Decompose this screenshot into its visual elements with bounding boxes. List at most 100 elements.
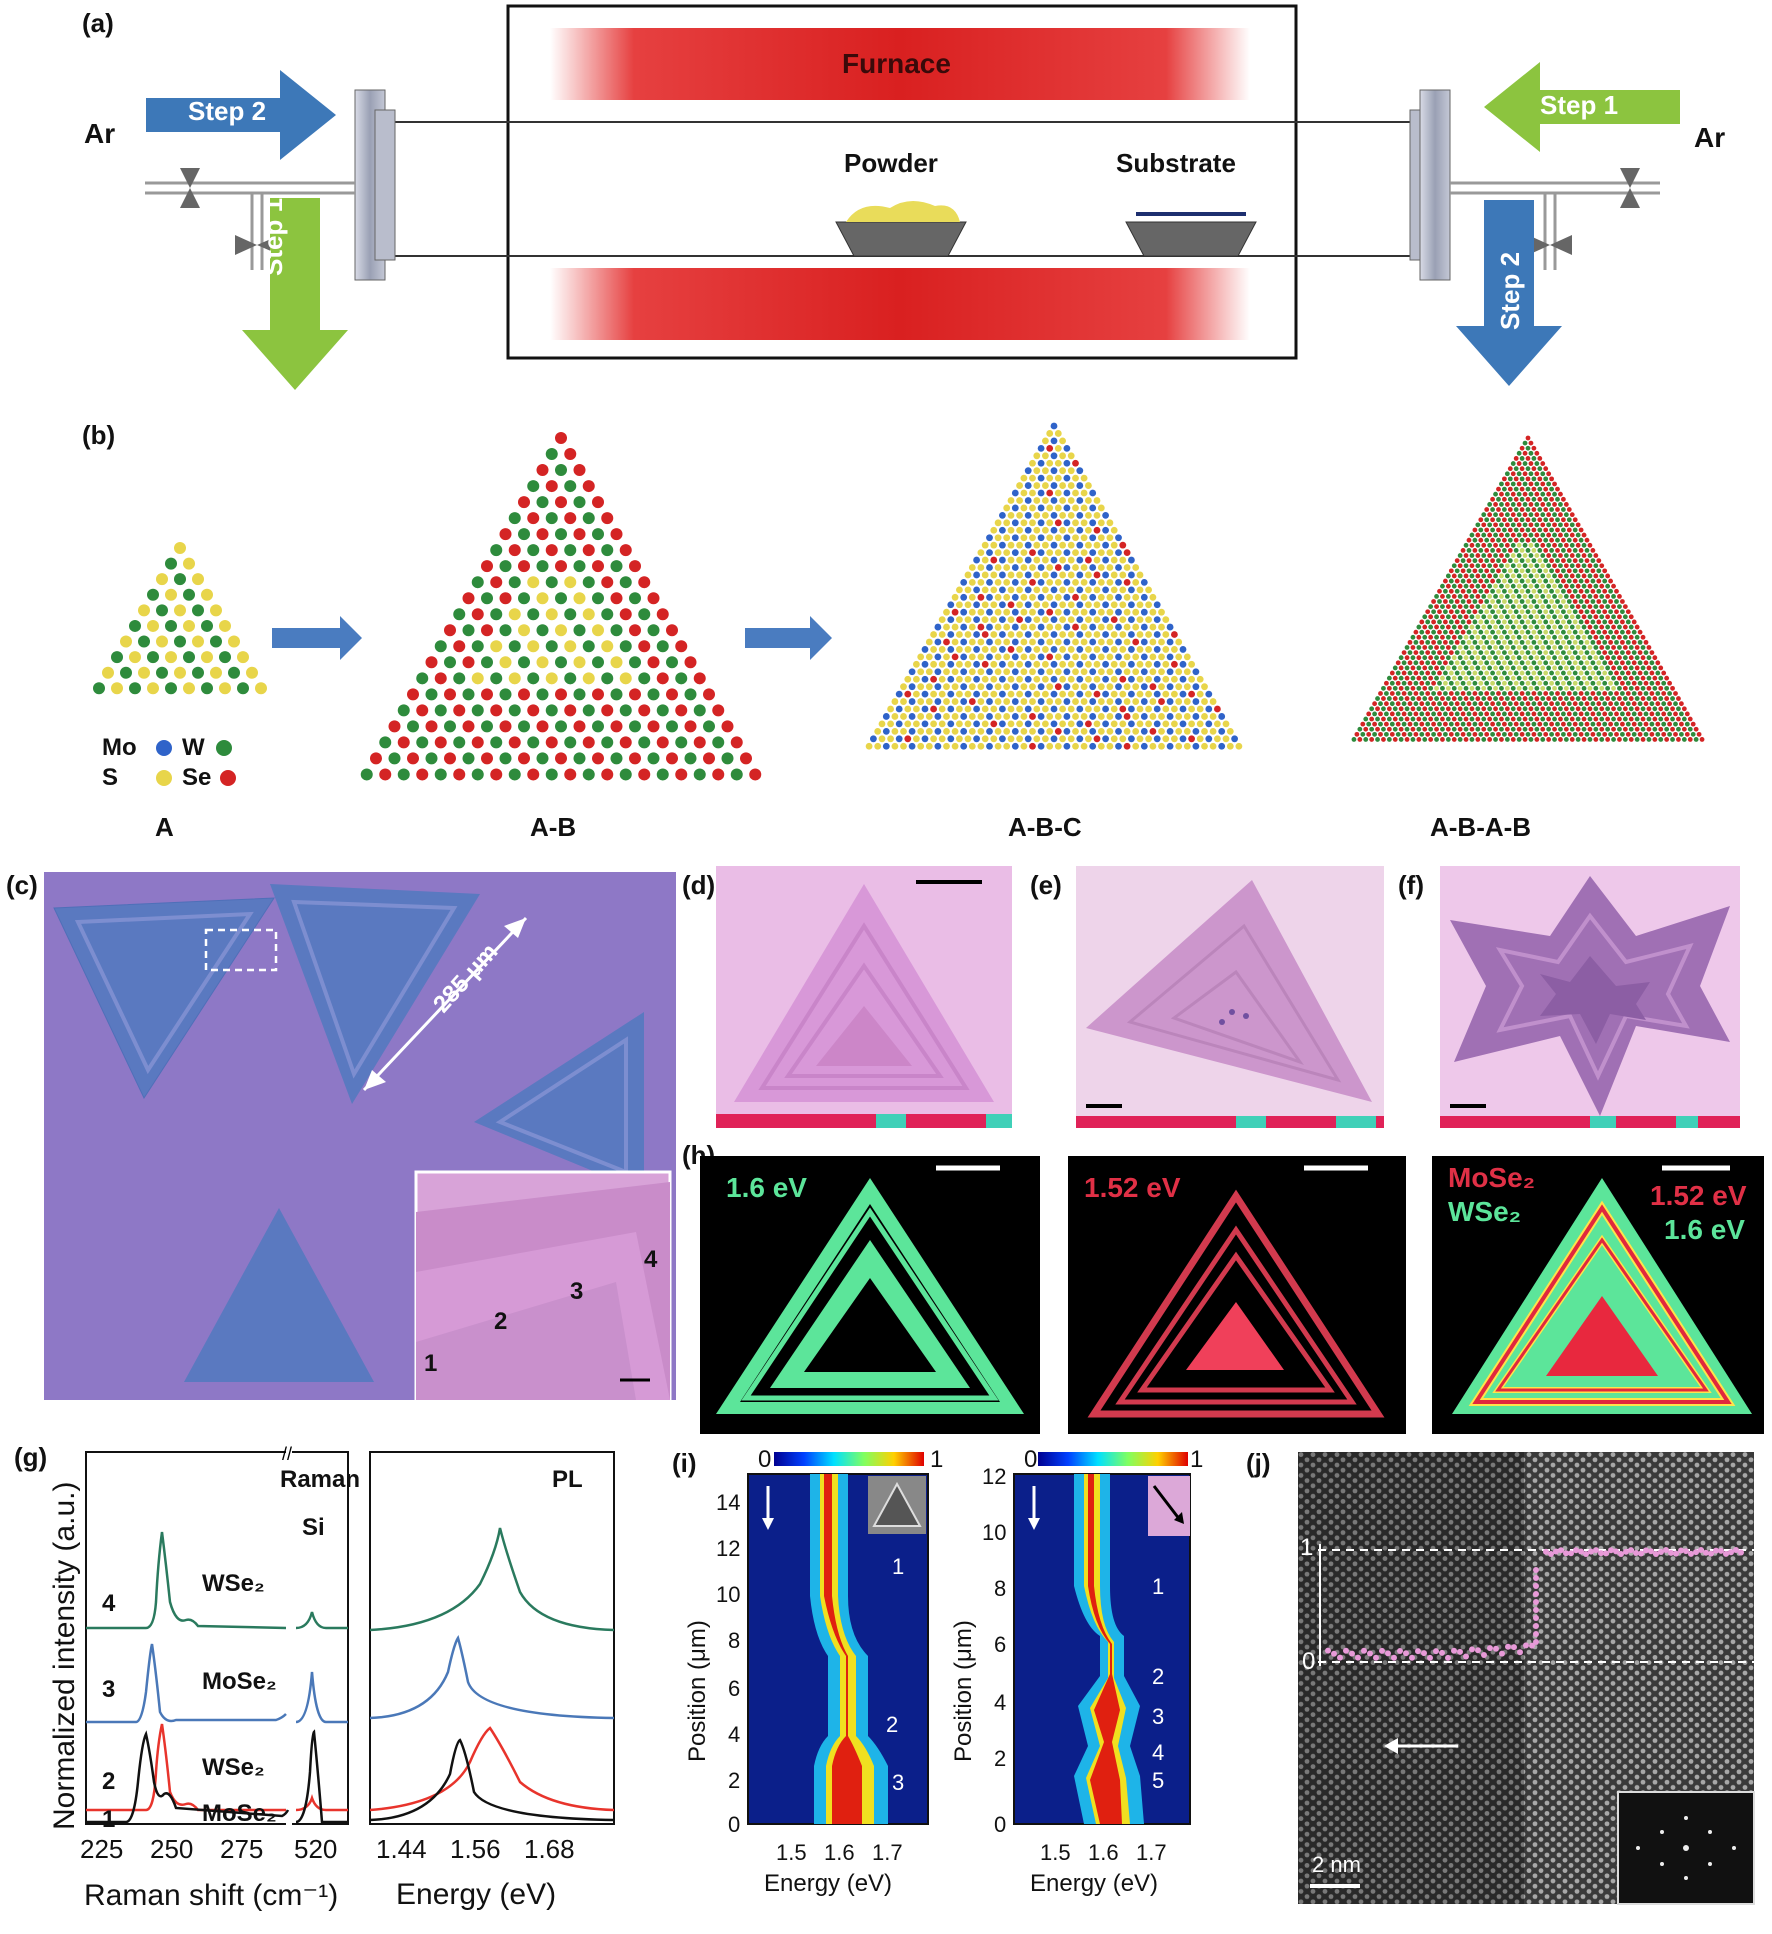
lattice-atom [1024, 497, 1032, 504]
arrow-ab-to-abc [745, 616, 832, 660]
inset-num-4: 4 [644, 1246, 658, 1273]
lattice-atom [573, 656, 586, 669]
lattice-atom [1042, 660, 1049, 668]
lattice-atom [1214, 705, 1221, 713]
lattice-atom [564, 704, 577, 717]
profile-point [1708, 1550, 1714, 1557]
lattice-atom [1016, 646, 1023, 653]
lattice-atom [1016, 571, 1023, 579]
lattice-atom [1183, 683, 1191, 691]
lattice-atom [1089, 519, 1097, 527]
lattice-atom [921, 690, 929, 698]
lattice-atom [947, 705, 955, 713]
lattice-atom [977, 713, 985, 720]
lattice-atom [1089, 623, 1097, 631]
pl-tick-3: 1.68 [524, 1834, 575, 1864]
lattice-atom [1136, 586, 1144, 594]
lattice-atom [990, 586, 998, 594]
lattice-atom [749, 768, 762, 781]
lattice-atom [564, 480, 577, 493]
lattice-atom [1042, 467, 1049, 475]
lattice-atom [960, 698, 968, 705]
lattice-atom [999, 586, 1006, 594]
lattice-atom [379, 768, 392, 781]
lattice-atom [981, 660, 989, 668]
lattice-atom [165, 651, 177, 664]
lattice-atom [1072, 549, 1079, 557]
lattice-atom [1020, 638, 1028, 646]
lattice-atom [1042, 601, 1049, 609]
lattice-atom [592, 496, 604, 509]
lattice-atom [964, 675, 972, 683]
lattice-atom [453, 672, 466, 685]
lattice-atom [1102, 556, 1109, 564]
lattice-atom [1042, 705, 1049, 713]
profile-point [1415, 1648, 1421, 1655]
profile-point [1533, 1607, 1539, 1613]
lattice-atom [1158, 668, 1165, 676]
step2-left-arrow [146, 70, 336, 160]
lattice-atom [1033, 646, 1041, 653]
lattice-atom [564, 576, 577, 589]
lattice-atom [1067, 675, 1075, 683]
lattice-atom [1033, 452, 1041, 460]
lattice-atom [977, 578, 985, 586]
lattice-atom [684, 656, 697, 669]
lattice-atom [986, 608, 993, 616]
lattice-atom [1054, 623, 1062, 631]
lattice-atom [1093, 675, 1101, 683]
lattice-atom [462, 752, 475, 765]
lattice-atom [573, 624, 586, 637]
lattice-atom [1119, 556, 1127, 564]
lattice-atom [1046, 534, 1054, 542]
lattice-atom [1067, 452, 1075, 460]
lattice-atom [904, 705, 912, 713]
lattice-atom [1033, 541, 1041, 549]
lattice-name-ab: A-B [530, 812, 577, 842]
lattice-atom [1054, 474, 1062, 482]
lattice-atom [183, 557, 195, 570]
lattice-atom [1003, 608, 1011, 616]
lattice-atom [943, 698, 950, 705]
lattice-atom [925, 698, 933, 705]
lattice-atom [1033, 586, 1041, 594]
lattice-atom [999, 541, 1006, 549]
legend-se: Se [182, 764, 212, 791]
lattice-atom [1072, 653, 1079, 661]
lattice-atom [647, 624, 660, 637]
lattice-atom [1102, 631, 1109, 638]
lattice-atom [986, 653, 993, 661]
lattice-atom [490, 544, 503, 557]
lattice-atom [1007, 705, 1015, 713]
lattice-atom [1128, 646, 1135, 653]
lattice-atom [545, 512, 558, 525]
stem-image [1298, 1452, 1755, 1905]
lattice-atom [1089, 698, 1097, 705]
lattice-atom [656, 704, 669, 717]
lattice-atom [1033, 675, 1041, 683]
lattice-atom [1076, 690, 1084, 698]
lattice-atom [956, 690, 963, 698]
lattice-atom [973, 631, 980, 638]
lattice-atom [601, 704, 614, 717]
lattice-atom [1115, 608, 1122, 616]
lattice-atom [610, 592, 623, 605]
profile-point [1533, 1575, 1539, 1581]
lattice-atom [255, 682, 267, 695]
lattice-atom [1033, 482, 1041, 489]
lattice-atom [638, 576, 651, 589]
lattice-atom [925, 653, 933, 661]
lattice-atom [1059, 571, 1066, 579]
profile-point [1603, 1550, 1609, 1557]
lattice-atom [1029, 578, 1036, 586]
lattice-atom [1080, 489, 1088, 497]
lattice-atom [1123, 698, 1131, 705]
lattice-atom [1128, 586, 1135, 594]
lattice-atom [1003, 578, 1011, 586]
profile-point [1487, 1645, 1493, 1652]
lattice-atom [882, 713, 890, 720]
lattice-atom [977, 593, 985, 601]
i-ytick-left-12: 12 [716, 1536, 741, 1561]
lattice-atom [499, 592, 512, 605]
lattice-atom [1123, 623, 1131, 631]
